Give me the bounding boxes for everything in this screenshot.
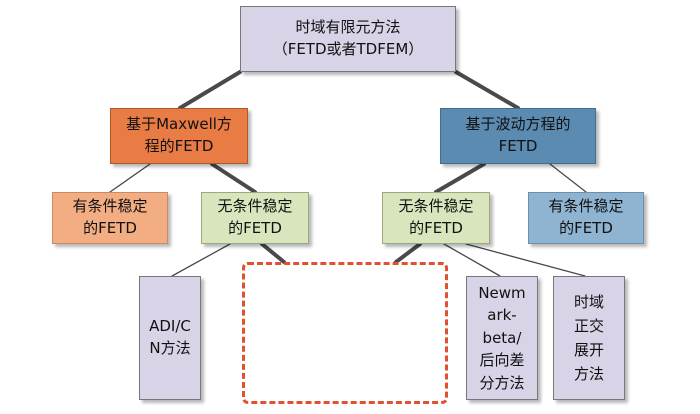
root-node-fetd: 时域有限元方法 （FETD或者TDFEM） (240, 6, 456, 72)
link-uncond-right-orth (465, 243, 586, 277)
time-domain-orthogonal-expansion-node: 时域 正交 展开 方法 (553, 276, 625, 400)
link-root-maxwell (178, 70, 242, 110)
unconditionally-stable-left-node: 无条件稳定 的FETD (201, 192, 309, 244)
conditionally-stable-right-node: 有条件稳定 的FETD (528, 192, 644, 244)
link-uncond-right-empty (394, 242, 422, 264)
link-uncond-left-empty (260, 242, 286, 264)
link-wave-cond (549, 163, 587, 193)
link-uncond-right-newmark (443, 243, 501, 277)
newmark-beta-method-node: Newm ark-beta/ 后向差 分方法 (466, 276, 538, 400)
dashed-placeholder-box (242, 262, 448, 404)
unconditionally-stable-right-node: 无条件稳定 的FETD (382, 192, 490, 244)
link-uncond-left-adi (171, 243, 231, 277)
link-wave-uncond (434, 162, 486, 194)
adi-cn-method-node: ADI/C N方法 (139, 276, 201, 400)
maxwell-fetd-node: 基于Maxwell方 程的FETD (110, 108, 248, 164)
wave-equation-fetd-node: 基于波动方程的 FETD (440, 108, 596, 164)
conditionally-stable-left-node: 有条件稳定 的FETD (52, 192, 168, 244)
link-maxwell-cond (109, 163, 151, 193)
link-root-wave (454, 70, 520, 110)
link-maxwell-uncond (210, 162, 257, 194)
